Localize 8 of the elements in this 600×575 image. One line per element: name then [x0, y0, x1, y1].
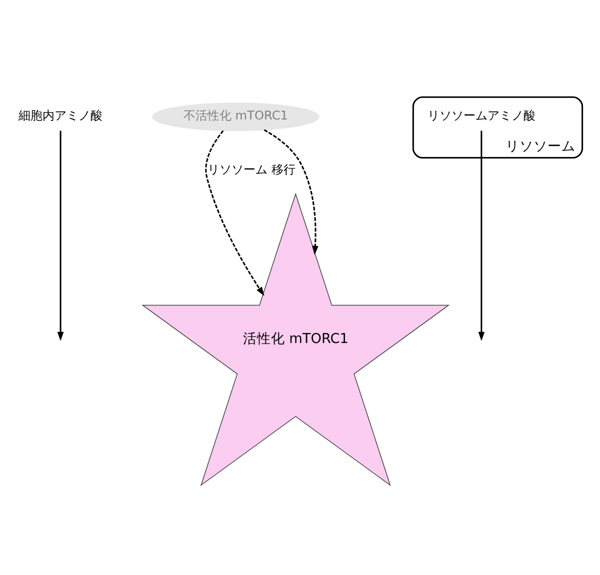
arrow [264, 128, 318, 254]
node-text: リソソームアミノ酸 [427, 108, 536, 122]
edge-label: リソソーム 移行 [208, 162, 296, 176]
node-text: 細胞内アミノ酸 [18, 108, 103, 122]
arrow [205, 130, 264, 296]
node-ellipse: 不活性化 mTORC1 [152, 102, 320, 131]
arrow [478, 130, 485, 340]
arrow [57, 130, 64, 340]
